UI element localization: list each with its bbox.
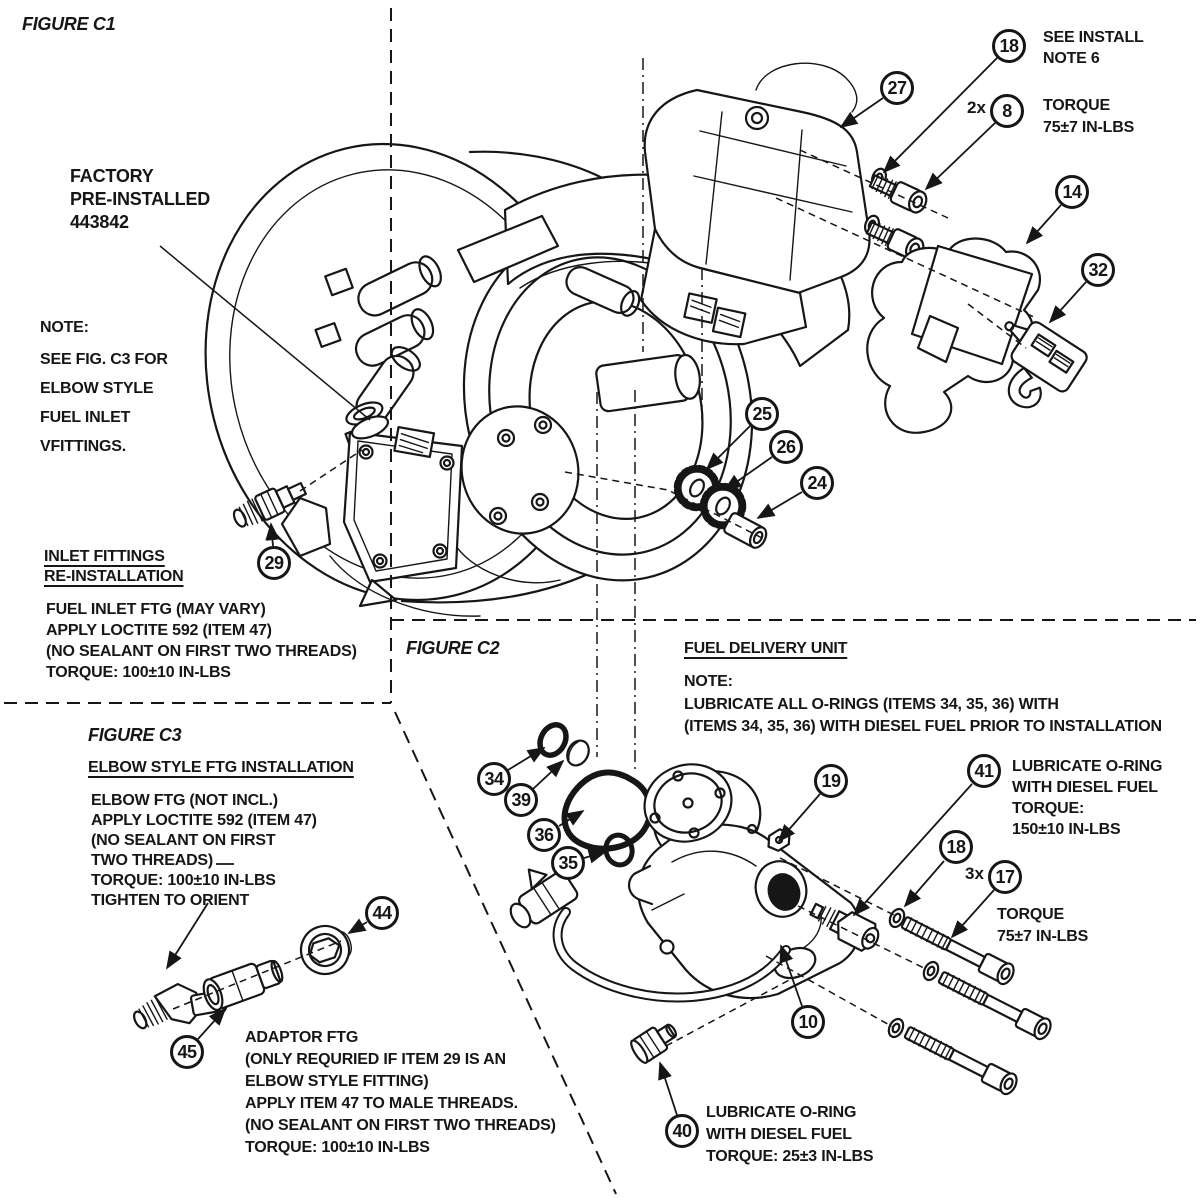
callout-17: 17 — [988, 860, 1022, 894]
callout-8: 8 — [990, 94, 1024, 128]
c1-note-body: SEE FIG. C3 FOR ELBOW STYLE FUEL INLET V… — [40, 351, 168, 455]
callout-35: 35 — [551, 846, 585, 880]
pump-body — [637, 823, 861, 1000]
figure-c1-label: FIGURE C1 — [22, 14, 116, 34]
inlet-fitting-29 — [232, 481, 307, 528]
callout-25: 25 — [745, 397, 779, 431]
elbow-ftg-body: ELBOW FTG (NOT INCL.) APPLY LOCTITE 592 … — [91, 792, 317, 909]
callout-44: 44 — [365, 896, 399, 930]
qty-2x-label: 2x — [967, 98, 986, 117]
install-note-18: SEE INSTALL NOTE 6 — [1043, 29, 1144, 67]
callout-27: 27 — [880, 71, 914, 105]
torque-note-17: TORQUE 75±7 IN-LBS — [997, 906, 1089, 945]
torque-note-8: TORQUE 75±7 IN-LBS — [1043, 97, 1135, 136]
oring-note-40: LUBRICATE O-RING WITH DIESEL FUEL TORQUE… — [706, 1104, 874, 1165]
gasket-36 — [561, 769, 654, 852]
adaptor-ftg-note: ADAPTOR FTG (ONLY REQURIED IF ITEM 29 IS… — [245, 1029, 556, 1156]
callout-18-c2: 18 — [939, 830, 973, 864]
figure-c3-label: FIGURE C3 — [88, 725, 182, 745]
fuel-delivery-unit-drawing — [509, 722, 1055, 1098]
callout-41: 41 — [967, 754, 1001, 788]
pump-housing — [460, 405, 580, 535]
plug-fitting-44 — [299, 924, 352, 976]
inlet-fittings-body: FUEL INLET FTG (MAY VARY) APPLY LOCTITE … — [46, 601, 357, 681]
adaptor-fitting-45 — [202, 959, 284, 1012]
c1-note-title: NOTE: — [40, 319, 89, 336]
burner-tube — [595, 353, 701, 413]
callout-32: 32 — [1081, 253, 1115, 287]
factory-leader — [159, 245, 371, 421]
stud — [565, 266, 641, 317]
callout-34: 34 — [477, 762, 511, 796]
pin-24 — [723, 512, 768, 549]
plug-39 — [566, 739, 590, 767]
projection-lines — [172, 58, 1037, 1047]
fuel-delivery-unit-title: FUEL DELIVERY UNIT — [684, 640, 848, 657]
oring-note-41: LUBRICATE O-RING WITH DIESEL FUEL TORQUE… — [1012, 758, 1163, 838]
metering-box — [342, 425, 464, 608]
c2-note-body: LUBRICATE ALL O-RINGS (ITEMS 34, 35, 36)… — [684, 696, 1162, 735]
c1-hardware — [232, 165, 1088, 549]
leader-lines — [159, 57, 1087, 1116]
factory-preinstalled-note: FACTORY PRE-INSTALLED 443842 — [70, 166, 211, 232]
connector-32 — [1004, 321, 1088, 409]
callout-39: 39 — [504, 783, 538, 817]
boundary-diagonal — [394, 711, 617, 1195]
cap-nut-40 — [630, 1023, 678, 1064]
c2-note-title: NOTE: — [684, 673, 733, 690]
oring-34 — [537, 722, 569, 758]
callout-40: 40 — [665, 1114, 699, 1148]
callout-26: 26 — [769, 430, 803, 464]
callout-36: 36 — [527, 818, 561, 852]
callout-45: 45 — [170, 1035, 204, 1069]
callout-14: 14 — [1055, 175, 1089, 209]
elbow-ftg-title: ELBOW STYLE FTG INSTALLATION — [88, 759, 354, 776]
qty-3x-label: 3x — [965, 864, 984, 883]
control-unit-drawing — [639, 62, 871, 346]
housing-bolts — [488, 415, 553, 526]
oring-35 — [603, 832, 635, 868]
figure-boundaries — [4, 8, 1196, 1195]
callout-29: 29 — [257, 546, 291, 580]
figure-c2-label: FIGURE C2 — [406, 638, 500, 658]
callout-19: 19 — [814, 764, 848, 798]
c3-fittings-drawing — [133, 924, 352, 1030]
inlet-fittings-title: INLET FITTINGS RE-INSTALLATION — [44, 548, 184, 585]
callout-18-c1: 18 — [992, 29, 1026, 63]
callout-10: 10 — [791, 1005, 825, 1039]
callout-24: 24 — [800, 466, 834, 500]
wire-harness-10 — [509, 868, 791, 1003]
